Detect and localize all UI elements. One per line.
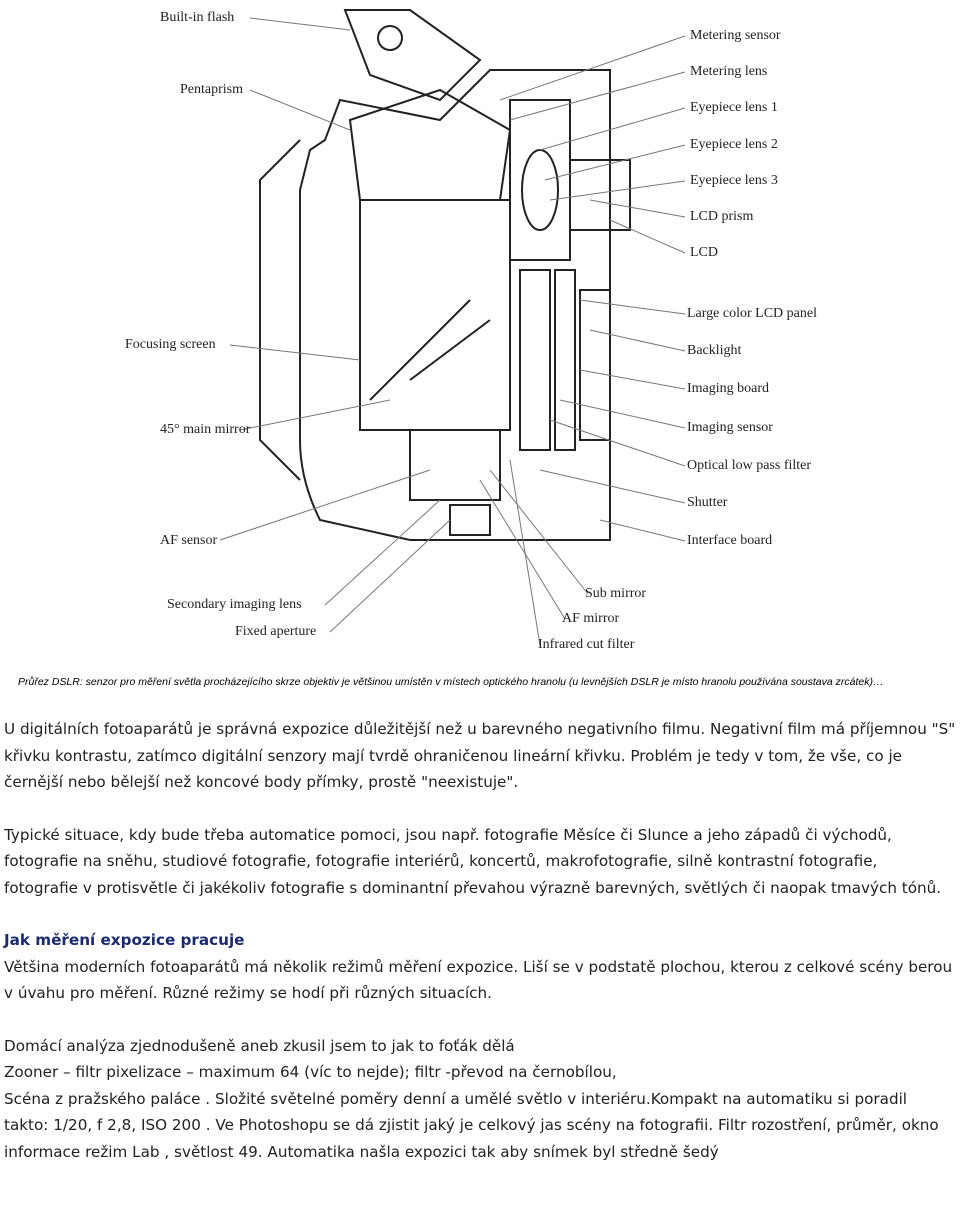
label-secondary-imaging-lens: Secondary imaging lens xyxy=(167,597,302,612)
dslr-cross-section-diagram: Built-in flash Pentaprism Focusing scree… xyxy=(110,0,850,660)
label-fixed-aperture: Fixed aperture xyxy=(235,624,317,639)
label-shutter: Shutter xyxy=(687,495,728,510)
article-body: U digitálních fotoaparátů je správná exp… xyxy=(4,716,956,1165)
camera-drawing xyxy=(219,9,686,646)
label-imaging-board: Imaging board xyxy=(687,381,770,396)
section-heading: Jak měření expozice pracuje xyxy=(4,931,245,949)
paragraph-analysis-line-1: Domácí analýza zjednodušeně aneb zkusil … xyxy=(4,1036,515,1055)
label-lcd: LCD xyxy=(690,245,718,260)
label-built-in-flash: Built-in flash xyxy=(160,10,235,25)
label-eyepiece-lens-3: Eyepiece lens 3 xyxy=(690,173,778,188)
label-af-sensor: AF sensor xyxy=(160,533,218,548)
label-large-color-lcd-panel: Large color LCD panel xyxy=(687,306,817,321)
label-imaging-sensor: Imaging sensor xyxy=(687,420,773,435)
label-backlight: Backlight xyxy=(687,343,742,358)
paragraph-analysis-line-2: Zooner – filtr pixelizace – maximum 64 (… xyxy=(4,1063,617,1081)
label-af-mirror: AF mirror xyxy=(562,611,620,626)
paragraph-analysis-rest: Scéna z pražského paláce . Složité světe… xyxy=(4,1089,939,1161)
label-sub-mirror: Sub mirror xyxy=(585,586,647,601)
label-lcd-prism: LCD prism xyxy=(690,209,754,224)
label-focusing-screen: Focusing screen xyxy=(125,337,216,352)
label-interface-board: Interface board xyxy=(687,533,773,548)
figure-caption: Průřez DSLR: senzor pro měření světla pr… xyxy=(18,676,884,688)
paragraph-typical-situations: Typické situace, kdy bude třeba automati… xyxy=(4,825,942,897)
paragraph-metering-modes: Většina moderních fotoaparátů má několik… xyxy=(4,957,953,1003)
paragraph-digital-exposure: U digitálních fotoaparátů je správná exp… xyxy=(4,720,956,791)
label-eyepiece-lens-1: Eyepiece lens 1 xyxy=(690,100,778,115)
label-infrared-cut-filter: Infrared cut filter xyxy=(538,637,635,652)
label-optical-low-pass-filter: Optical low pass filter xyxy=(687,458,812,473)
label-main-mirror: 45° main mirror xyxy=(160,422,251,437)
label-pentaprism: Pentaprism xyxy=(180,82,243,97)
label-eyepiece-lens-2: Eyepiece lens 2 xyxy=(690,137,778,152)
label-metering-sensor: Metering sensor xyxy=(690,28,781,43)
label-metering-lens: Metering lens xyxy=(690,64,768,79)
